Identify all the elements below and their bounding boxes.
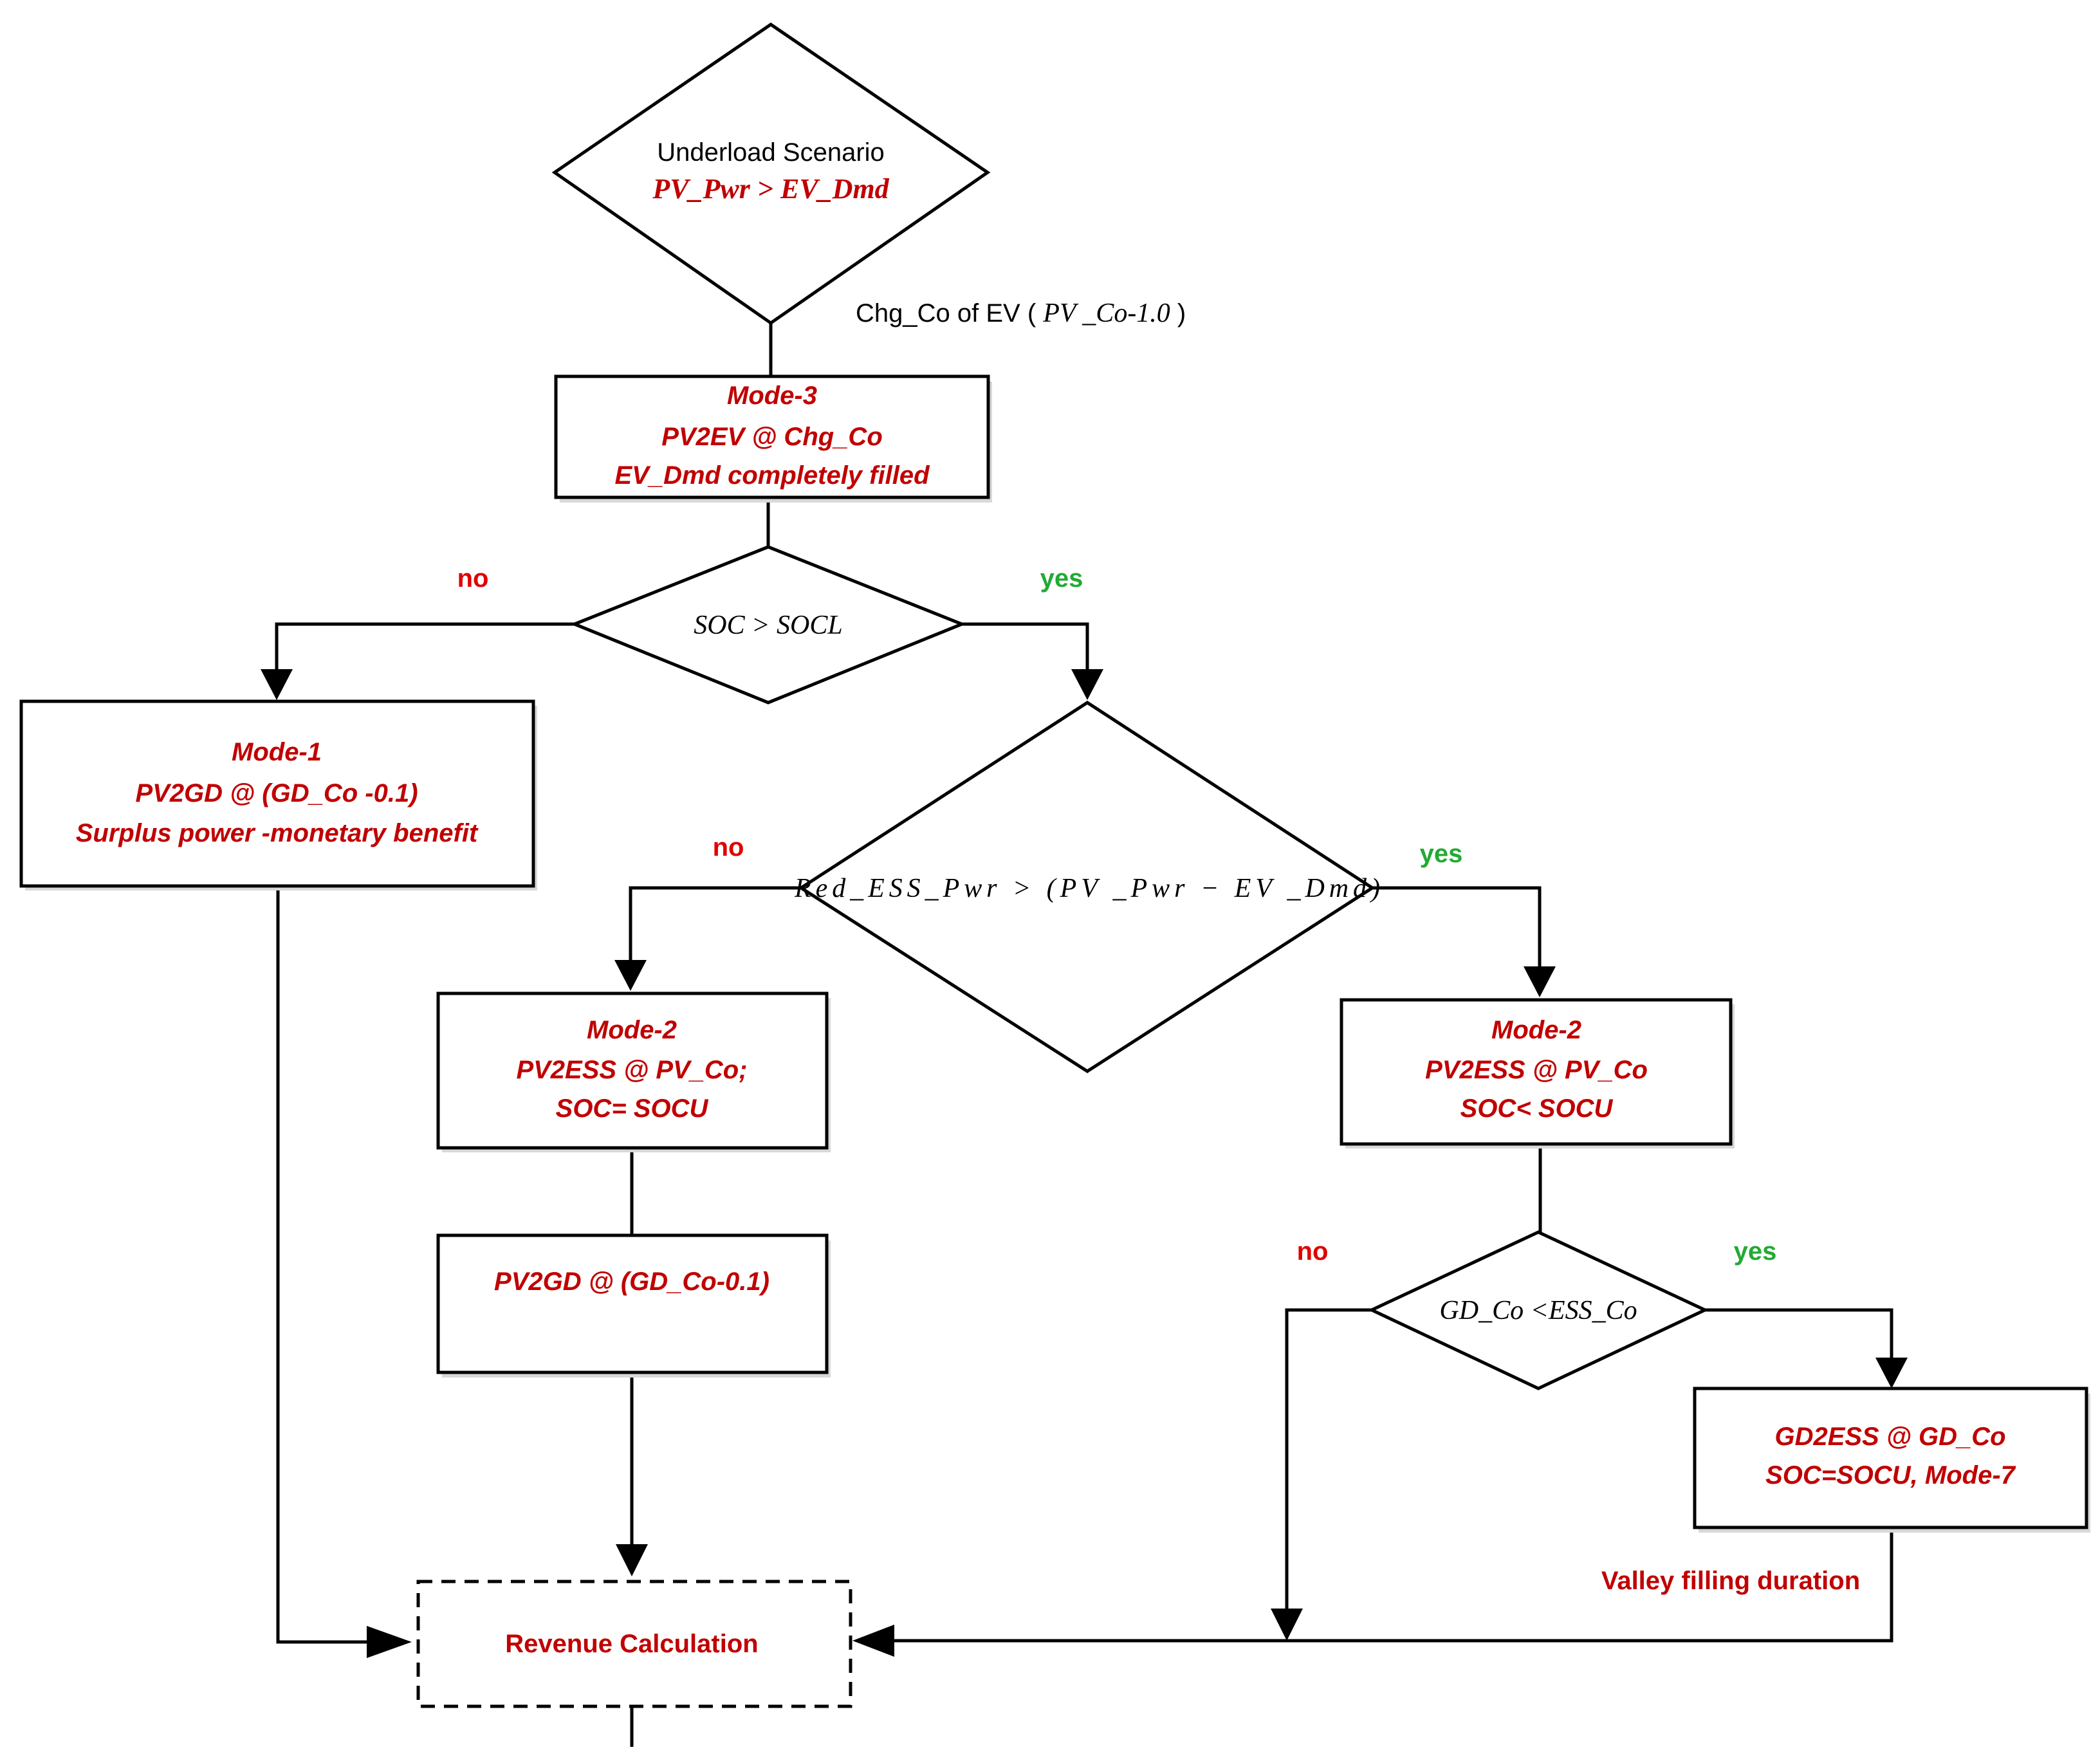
mode1-line2: PV2GD @ (GD_Co -0.1) <box>135 779 418 807</box>
process-mode1-box <box>19 699 535 888</box>
arrowhead-soc-no <box>261 669 293 700</box>
decision-gd-condition: GD_Co <ESS_Co <box>1439 1296 1637 1325</box>
decision-gd: GD_Co <ESS_Co <box>1368 1230 1709 1390</box>
process-gd2ess-box <box>1693 1387 2088 1529</box>
mode2-left-line3: SOC= SOCU <box>556 1094 709 1123</box>
edge-label-ess-yes: yes <box>1420 840 1463 868</box>
arrowhead-mode1-revenue <box>367 1626 412 1658</box>
edge-label-soc-yes: yes <box>1040 564 1083 593</box>
connector-mode1-revenue <box>276 888 367 1644</box>
edge-label-ess-no: no <box>713 833 744 862</box>
decision-underload-condition: PV_Pwr > EV_Dmd <box>652 173 889 205</box>
connector-gd-no <box>1285 1308 1372 1609</box>
edge-label-chg-co: Chg_Co of EV ( PV _Co-1.0 ) <box>856 299 1186 328</box>
edge-label-gd-no: no <box>1297 1237 1329 1266</box>
mode3-line3: EV_Dmd completely filled <box>614 461 930 490</box>
decision-ess-diamond <box>798 701 1376 1073</box>
connector-soc-no <box>275 622 575 669</box>
decision-ess-condition: Red_ESS_Pwr > (PV _Pwr − EV _Dmd) <box>794 874 1380 903</box>
decision-ess: Red_ESS_Pwr > (PV _Pwr − EV _Dmd) <box>794 701 1380 1073</box>
mode3-title: Mode-3 <box>727 382 817 410</box>
edge-label-valley: Valley filling duration <box>1601 1567 1860 1595</box>
decision-gd-diamond <box>1368 1230 1709 1390</box>
mode2-right-title: Mode-2 <box>1491 1016 1581 1044</box>
mode2-left-line2: PV2ESS @ PV_Co; <box>516 1056 747 1084</box>
connector-gd-yes <box>1705 1308 1893 1358</box>
mode1-line3: Surplus power -monetary benefit <box>76 819 479 847</box>
mode3-line2: PV2EV @ Chg_Co <box>661 423 883 451</box>
process-pv2gd-box <box>436 1233 829 1374</box>
mode2-right-line2: PV2ESS @ PV_Co <box>1425 1056 1648 1084</box>
gd2ess-line2: SOC=SOCU, Mode-7 <box>1765 1461 2016 1489</box>
mode2-right-line3: SOC< SOCU <box>1460 1094 1614 1123</box>
process-mode1: Mode-1 PV2GD @ (GD_Co -0.1) Surplus powe… <box>19 699 537 890</box>
edge-label-gd-yes: yes <box>1734 1237 1777 1266</box>
arrowhead-gd-yes <box>1875 1358 1908 1388</box>
connector-gd2ess-revenue <box>894 1530 1893 1643</box>
process-pv2gd: PV2GD @ (GD_Co-0.1) <box>436 1233 831 1378</box>
decision-soc: SOC > SOCL <box>570 545 966 705</box>
connector-ess-yes <box>1372 886 1542 966</box>
arrowhead-gd-no <box>1271 1609 1303 1641</box>
mode2-left-title: Mode-2 <box>587 1016 677 1044</box>
arrowhead-pv2gd-revenue <box>616 1544 648 1576</box>
process-mode3-box <box>554 374 990 499</box>
process-mode2-right-box <box>1340 998 1733 1146</box>
connector-soc-yes <box>962 622 1089 669</box>
edge-label-soc-no: no <box>457 564 489 593</box>
process-mode2-left-box <box>436 991 829 1150</box>
decision-soc-diamond <box>570 545 966 705</box>
arrowhead-soc-yes <box>1071 669 1103 700</box>
process-revenue: Revenue Calculation <box>416 1580 852 1708</box>
connector-ess-no <box>629 886 801 960</box>
arrowhead-ess-no <box>614 960 647 991</box>
arrowhead-ess-yes <box>1524 966 1556 997</box>
mode1-title: Mode-1 <box>232 738 322 766</box>
gd2ess-line1: GD2ESS @ GD_Co <box>1774 1423 2005 1451</box>
pv2gd-label: PV2GD @ (GD_Co-0.1) <box>494 1268 769 1296</box>
revenue-label: Revenue Calculation <box>505 1630 758 1658</box>
process-revenue-box <box>416 1580 852 1708</box>
arrowhead-gd2ess-revenue <box>852 1625 894 1657</box>
decision-underload: Underload Scenario PV_Pwr > EV_Dmd <box>551 22 991 326</box>
decision-underload-title: Underload Scenario <box>657 138 885 167</box>
decision-soc-condition: SOC > SOCL <box>694 611 842 640</box>
connectors <box>261 323 1908 1747</box>
process-mode2-left: Mode-2 PV2ESS @ PV_Co; SOC= SOCU <box>436 991 831 1152</box>
decision-underload-diamond <box>551 22 991 326</box>
process-mode3: Mode-3 PV2EV @ Chg_Co EV_Dmd completely … <box>554 374 992 503</box>
process-mode2-right: Mode-2 PV2ESS @ PV_Co SOC< SOCU <box>1340 998 1735 1148</box>
process-gd2ess: GD2ESS @ GD_Co SOC=SOCU, Mode-7 <box>1693 1387 2090 1533</box>
